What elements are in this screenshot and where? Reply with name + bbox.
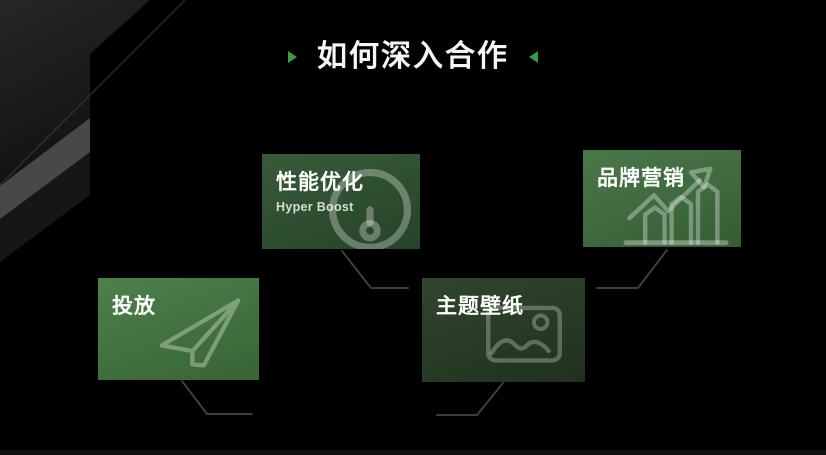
corner-bracket-icon — [583, 240, 590, 247]
connector-performance-to-wallpaper — [341, 250, 409, 289]
corner-bracket-icon — [734, 150, 741, 156]
slide-title: 如何深入合作 — [317, 40, 509, 73]
corner-bracket-icon — [262, 154, 269, 160]
bg-thin-diagonal-line — [0, 0, 186, 186]
card-placement-title: 投放 — [112, 295, 156, 318]
corner-bracket-icon — [422, 375, 429, 382]
bg-gray-stripe — [0, 118, 90, 219]
corner-bracket-icon — [251, 373, 259, 380]
card-performance: 性能优化 Hyper Boost — [262, 154, 420, 249]
card-theme-wallpaper-title: 主题壁纸 — [436, 295, 524, 318]
card-performance-subtitle: Hyper Boost — [276, 200, 354, 214]
connector-brand-to-wallpaper — [596, 249, 668, 289]
slide-title-row: 如何深入合作 — [0, 42, 826, 72]
card-brand-marketing-title: 品牌营销 — [597, 167, 685, 190]
title-right-arrow-icon — [529, 51, 538, 63]
connector-placement-down — [181, 380, 253, 415]
card-performance-title: 性能优化 — [276, 171, 364, 194]
card-brand-marketing: 品牌营销 — [583, 150, 741, 247]
bg-bottom-bar — [0, 450, 826, 455]
gauge-dial-icon — [328, 168, 412, 249]
growth-chart-icon — [623, 166, 729, 246]
bg-lower-band — [0, 150, 90, 262]
corner-bracket-icon — [578, 278, 585, 284]
title-left-arrow-icon — [288, 51, 297, 63]
card-theme-wallpaper: 主题壁纸 — [422, 278, 585, 382]
image-wallpaper-icon — [486, 305, 562, 363]
bg-dark-slab — [0, 0, 150, 218]
connector-wallpaper-down — [436, 382, 504, 416]
corner-bracket-icon — [98, 278, 105, 284]
paper-plane-icon — [159, 298, 241, 368]
card-placement: 投放 — [98, 278, 259, 380]
corner-bracket-icon — [412, 242, 420, 249]
